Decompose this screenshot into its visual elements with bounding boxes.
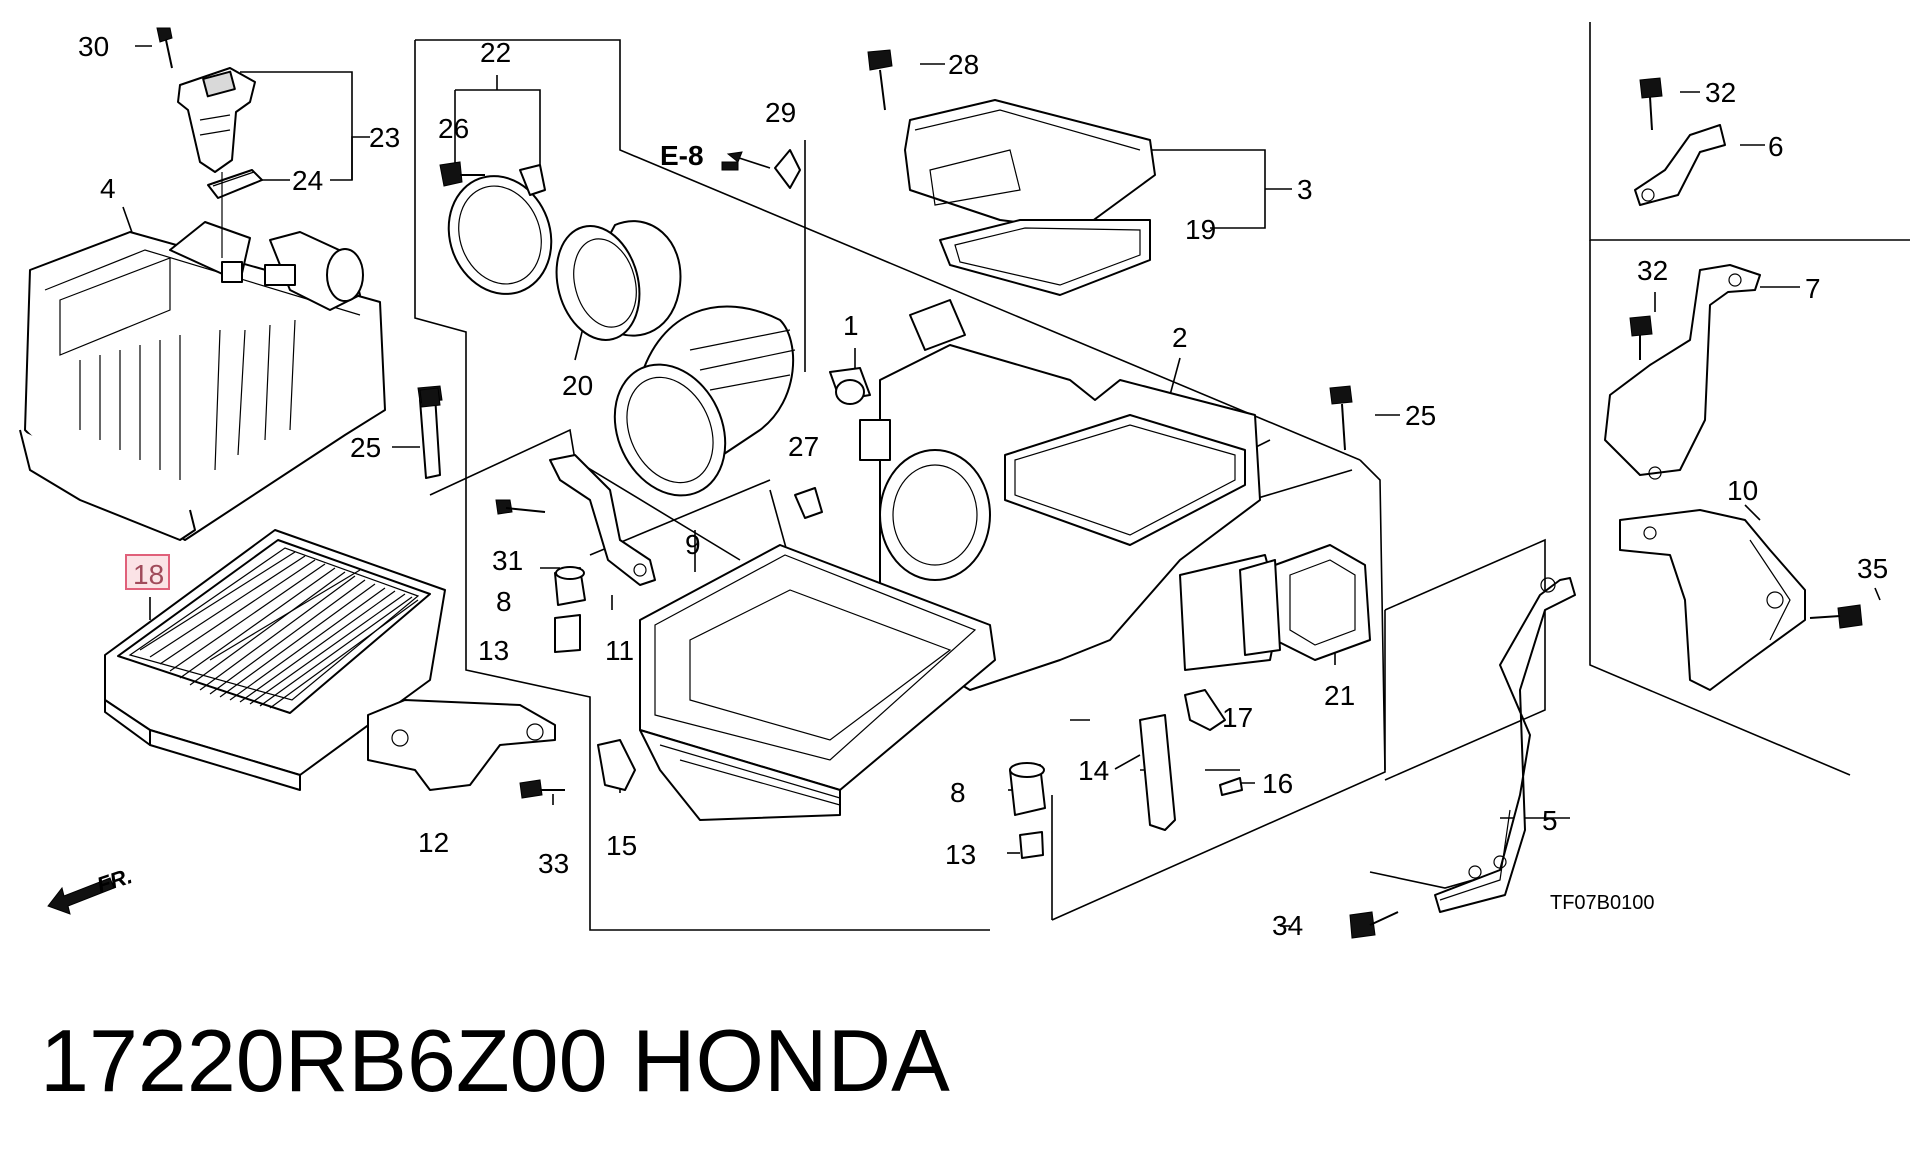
air-filter-element-part <box>104 529 446 791</box>
callout-18: 18 <box>133 559 164 590</box>
callout-3: 3 <box>1297 174 1313 205</box>
callout-21: 21 <box>1324 680 1355 711</box>
caption-brand: HONDA <box>632 1011 950 1110</box>
small-fasteners-part <box>721 149 871 519</box>
resonator-cover-part <box>867 49 1156 296</box>
callout-28: 28 <box>948 49 979 80</box>
mounting-rubber-part <box>1009 689 1243 859</box>
callout-24: 24 <box>292 165 323 196</box>
front-label: FR. <box>94 863 135 898</box>
callout-16: 16 <box>1262 768 1293 799</box>
mounting-bracket-left-part <box>367 385 656 799</box>
intake-duct-part <box>439 161 796 497</box>
callout-2: 2 <box>1172 322 1188 353</box>
callout-31: 31 <box>492 545 523 576</box>
callout-13-right: 13 <box>945 839 976 870</box>
callout-1: 1 <box>843 310 859 341</box>
reference-label: E-8 <box>660 140 704 171</box>
callout-32-mid: 32 <box>1637 255 1668 286</box>
sheet-code: TF07B0100 <box>1550 892 1655 914</box>
air-cleaner-cover-part <box>19 221 386 541</box>
reference-e8: E-8 <box>660 140 771 171</box>
callout-27: 27 <box>788 431 819 462</box>
callout-23: 23 <box>369 122 400 153</box>
callout-17: 17 <box>1222 702 1253 733</box>
callout-4: 4 <box>100 173 116 204</box>
callout-35: 35 <box>1857 553 1888 584</box>
callout-22: 22 <box>480 37 511 68</box>
callout-10: 10 <box>1727 475 1758 506</box>
right-panel-brackets-part <box>1604 77 1863 691</box>
seal-ring-part <box>1239 544 1371 661</box>
callout-5: 5 <box>1542 805 1558 836</box>
callout-15: 15 <box>606 830 637 861</box>
bolt-25-part <box>419 385 1353 451</box>
callout-32-top: 32 <box>1705 77 1736 108</box>
callout-8-right: 8 <box>950 777 966 808</box>
callout-8-left: 8 <box>496 586 512 617</box>
callout-30: 30 <box>78 31 109 62</box>
callout-33: 33 <box>538 848 569 879</box>
callout-29: 29 <box>765 97 796 128</box>
callout-34: 34 <box>1272 910 1303 941</box>
caption: 17220RB6Z00 HONDA <box>40 1011 950 1110</box>
callout-7: 7 <box>1805 273 1821 304</box>
callout-6: 6 <box>1768 131 1784 162</box>
callout-25-left: 25 <box>350 432 381 463</box>
callout-26: 26 <box>438 113 469 144</box>
mounting-bracket-5-part <box>1349 577 1576 939</box>
highlight-box <box>125 554 170 590</box>
callout-9: 9 <box>685 529 701 560</box>
caption-part-number: 17220RB6Z00 <box>40 1011 608 1110</box>
callout-25-right: 25 <box>1405 400 1436 431</box>
callout-20: 20 <box>562 370 593 401</box>
callout-14: 14 <box>1078 755 1109 786</box>
air-flow-sensor-part <box>156 27 263 258</box>
callout-numbers: 30 23 24 4 25 18 22 26 20 9 31 8 13 11 1… <box>78 31 1888 941</box>
callout-11: 11 <box>605 635 634 666</box>
callout-19: 19 <box>1185 214 1216 245</box>
filter-pleats <box>139 551 419 709</box>
callout-12: 12 <box>418 827 449 858</box>
callout-13-left: 13 <box>478 635 509 666</box>
front-direction-arrow: FR. <box>47 863 135 915</box>
